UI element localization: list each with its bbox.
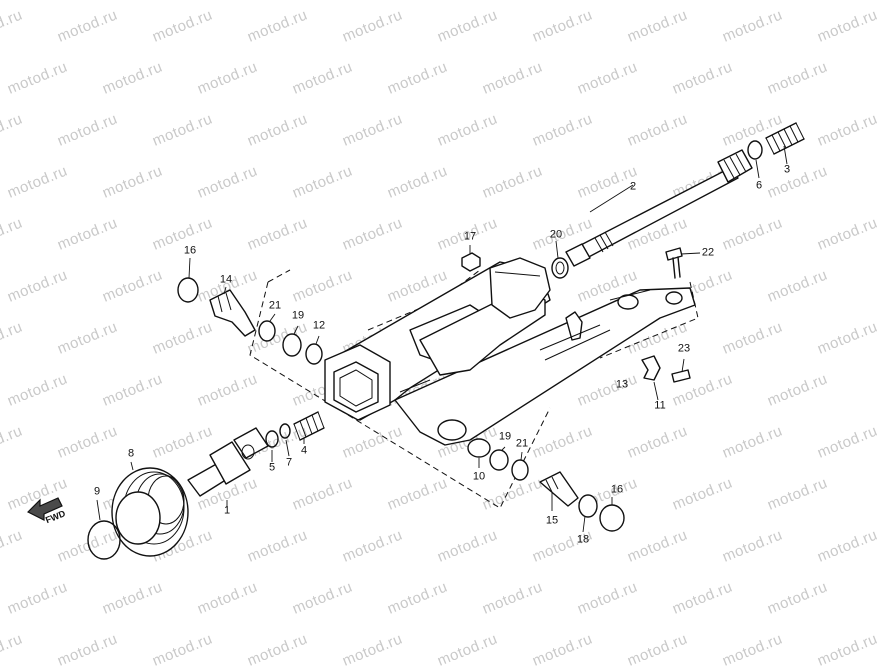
circlip-6 [747, 140, 763, 160]
bolt-22 [665, 247, 683, 279]
part-label-6: 6 [755, 179, 763, 192]
part-label-12: 12 [312, 319, 326, 332]
part-label-3: 3 [783, 163, 791, 176]
part-label-8: 8 [127, 447, 135, 460]
part-label-19-right: 19 [498, 430, 512, 443]
part-label-21-left: 21 [268, 299, 282, 312]
oil-seal-20 [551, 257, 569, 279]
cap-16-left [177, 277, 199, 303]
fwd-arrow-icon [26, 497, 63, 521]
swingarm-frame [324, 257, 696, 446]
rubber-boot-8 [111, 467, 189, 557]
circlip-5 [265, 430, 279, 448]
seal-10 [467, 438, 491, 458]
part-label-16-right: 16 [610, 483, 624, 496]
drive-shaft [565, 149, 753, 267]
spring-3 [765, 122, 805, 155]
part-label-13: 13 [615, 378, 629, 391]
part-label-10: 10 [472, 470, 486, 483]
spring-4 [293, 411, 325, 441]
washer-7 [279, 423, 291, 439]
part-label-23: 23 [677, 342, 691, 355]
part-label-5: 5 [268, 461, 276, 474]
assembly-outline [249, 269, 699, 509]
bracket-11 [641, 355, 661, 381]
part-label-20: 20 [549, 228, 563, 241]
nut-18 [578, 494, 598, 518]
part-label-4: 4 [300, 444, 308, 457]
part-label-19-left: 19 [291, 309, 305, 322]
seal-12 [305, 343, 323, 365]
part-label-7: 7 [285, 456, 293, 469]
part-label-9: 9 [93, 485, 101, 498]
part-label-17: 17 [463, 230, 477, 243]
part-label-21-right: 21 [515, 437, 529, 450]
bolt-23 [671, 369, 691, 383]
part-label-2: 2 [629, 180, 637, 193]
nut-21-right [511, 459, 529, 481]
nut-17 [461, 252, 481, 272]
part-label-15: 15 [545, 514, 559, 527]
nut-21-left [258, 320, 276, 342]
leader-lines [96, 145, 788, 533]
part-label-22: 22 [701, 246, 715, 259]
bearing-19-left [282, 333, 302, 357]
bearing-19-right [489, 449, 509, 471]
part-label-14: 14 [219, 273, 233, 286]
part-label-1: 1 [223, 504, 231, 517]
pivot-bolt-14 [209, 289, 256, 337]
universal-joint [187, 427, 269, 497]
pivot-bolt-15 [539, 471, 579, 507]
part-label-18: 18 [576, 533, 590, 546]
band-9 [87, 520, 121, 560]
part-label-16-left: 16 [183, 244, 197, 257]
cap-16-right [599, 504, 625, 532]
part-label-11: 11 [654, 399, 666, 412]
